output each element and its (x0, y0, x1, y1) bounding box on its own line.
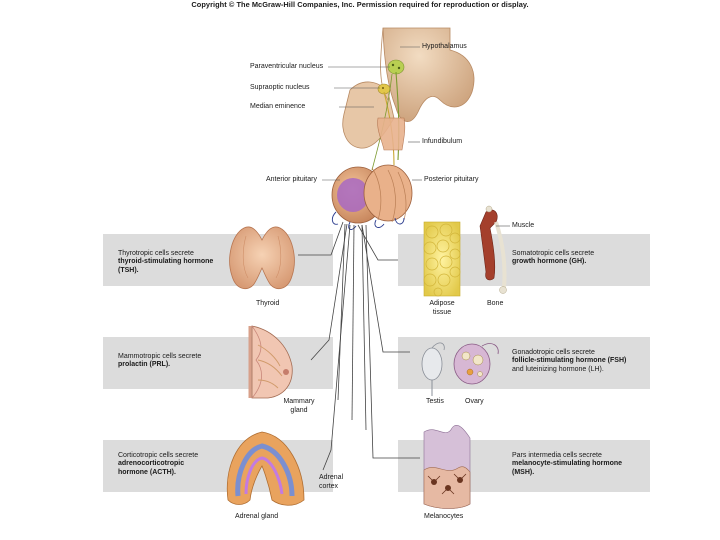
label-ovary: Ovary (465, 398, 484, 405)
ovary-illustration (453, 343, 499, 385)
connector-lines (298, 221, 420, 471)
testis-illustration (421, 342, 445, 396)
copyright-notice: Copyright © The McGraw-Hill Companies, I… (191, 0, 529, 9)
hypothalamus-shape (382, 27, 475, 122)
muscle-bone-illustration (479, 205, 507, 294)
posterior-pituitary-shape (363, 164, 413, 222)
mammary-illustration (248, 325, 293, 399)
label-supraoptic-nucleus: Supraoptic nucleus (250, 84, 310, 91)
label-paraventricular-nucleus: Paraventricular nucleus (250, 63, 324, 70)
label-hypothalamus: Hypothalamus (422, 43, 467, 50)
label-infundibulum: Infundibulum (422, 138, 463, 145)
label-testis: Testis (426, 398, 444, 405)
label-anterior-pituitary: Anterior pituitary (266, 176, 317, 183)
paraventricular-nucleus (387, 59, 405, 75)
label-median-eminence: Median eminence (250, 103, 306, 110)
leader-lines (322, 46, 510, 227)
label-thyroid: Thyroid (256, 300, 280, 307)
infundibulum-shape (377, 117, 406, 151)
label-bone: Bone (487, 300, 504, 307)
label-muscle: Muscle (512, 222, 535, 229)
panel-mammary (103, 337, 333, 389)
label-melanocytes: Melanocytes (424, 513, 464, 520)
adipose-illustration (423, 221, 461, 297)
adrenal-illustration (226, 431, 305, 506)
label-posterior-pituitary: Posterior pituitary (424, 176, 479, 183)
melanocytes-illustration (423, 425, 471, 509)
thyroid-illustration (229, 226, 295, 290)
label-adrenal-gland: Adrenal gland (235, 513, 279, 520)
